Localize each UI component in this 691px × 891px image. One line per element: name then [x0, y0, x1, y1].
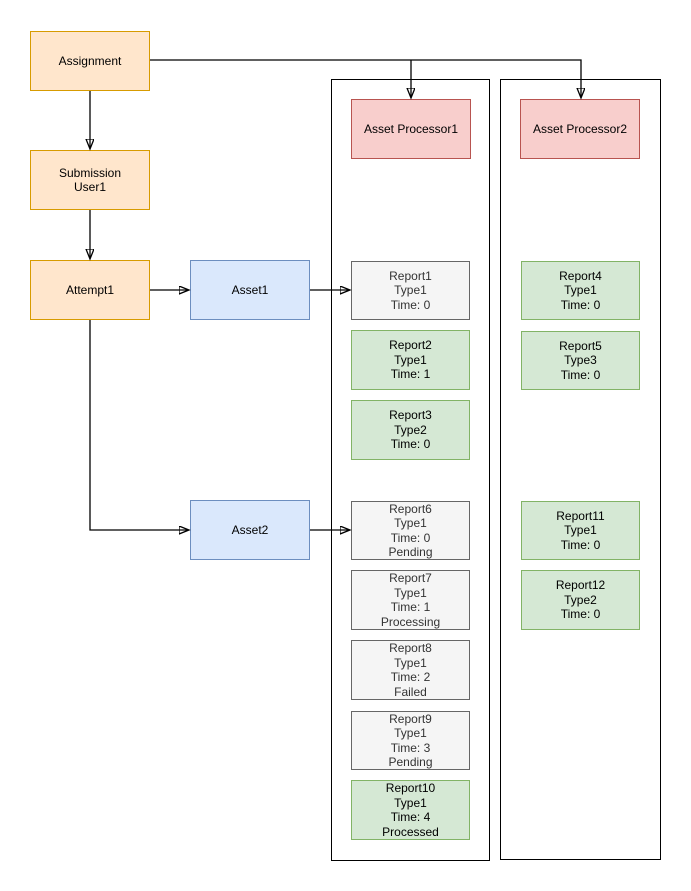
node-asset-processor1: Asset Processor1: [351, 99, 471, 159]
node-asset-processor2: Asset Processor2: [520, 99, 640, 159]
node-report5: Report5 Type3 Time: 0: [521, 331, 640, 390]
node-report7: Report7 Type1 Time: 1 Processing: [351, 570, 470, 630]
node-asset2: Asset2: [190, 500, 310, 560]
node-report2: Report2 Type1 Time: 1: [351, 330, 470, 390]
node-assignment: Assignment: [30, 31, 150, 91]
node-report9: Report9 Type1 Time: 3 Pending: [351, 711, 470, 770]
edge-attempt1-asset2: [89, 320, 188, 530]
node-report10: Report10 Type1 Time: 4 Processed: [351, 780, 470, 840]
node-report8: Report8 Type1 Time: 2 Failed: [351, 640, 470, 700]
processor2-container: [500, 79, 661, 860]
node-report3: Report3 Type2 Time: 0: [351, 400, 470, 460]
node-report12: Report12 Type2 Time: 0: [521, 570, 640, 630]
node-report11: Report11 Type1 Time: 0: [521, 501, 640, 560]
node-attempt1: Attempt1: [30, 260, 150, 320]
node-report1: Report1 Type1 Time: 0: [351, 261, 470, 320]
node-asset1: Asset1: [190, 260, 310, 320]
node-submission-user1: Submission User1: [30, 150, 150, 210]
node-report4: Report4 Type1 Time: 0: [521, 261, 640, 320]
node-report6: Report6 Type1 Time: 0 Pending: [351, 501, 470, 560]
